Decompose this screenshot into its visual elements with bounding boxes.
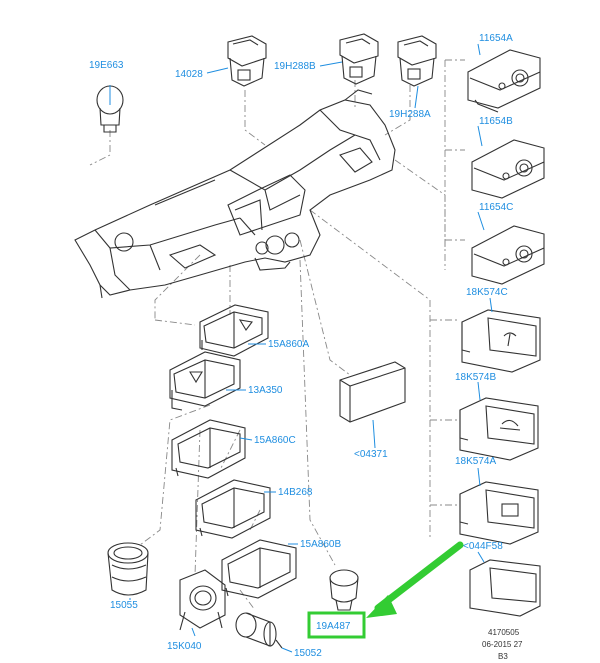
label-18K574A[interactable]: 18K574A: [455, 456, 496, 467]
part-19H288A-shape: [397, 35, 437, 87]
part-04371-shape: [339, 361, 406, 423]
label-15055[interactable]: 15055: [110, 600, 138, 611]
part-15A860B-shape: [221, 539, 297, 599]
label-15A860A[interactable]: 15A860A: [268, 339, 309, 350]
label-15K040[interactable]: 15K040: [167, 641, 202, 652]
assembly-leaders: [89, 59, 465, 611]
part-11654B-shape: [471, 139, 545, 199]
label-11654B[interactable]: 11654B: [479, 116, 513, 127]
label-19H288B[interactable]: 19H288B: [274, 61, 316, 72]
label-15A860B[interactable]: 15A860B: [300, 539, 341, 550]
highlight-arrow: [366, 541, 464, 618]
part-11654C-shape: [471, 225, 545, 285]
part-044F58-shape: [469, 559, 541, 617]
dashboard-assembly: [74, 89, 396, 299]
part-19A487-shape: [329, 569, 359, 611]
label-18K574C[interactable]: 18K574C: [466, 287, 508, 298]
part-11654A-shape: [467, 49, 541, 113]
drawing-revision: B3: [498, 652, 508, 661]
label-19A487[interactable]: 19A487: [316, 621, 351, 632]
label-14B268[interactable]: 14B268: [278, 487, 313, 498]
label-11654A[interactable]: 11654A: [479, 33, 513, 44]
drawing-number: 4170505: [488, 628, 520, 637]
part-18K574B-shape: [459, 397, 539, 461]
label-19H288A[interactable]: 19H288A: [389, 109, 431, 120]
part-13A350-shape: [169, 351, 241, 411]
label-14028[interactable]: 14028: [175, 69, 203, 80]
label-04371[interactable]: <04371: [354, 449, 388, 460]
label-15A860C[interactable]: 15A860C: [254, 435, 296, 446]
label-15052[interactable]: 15052: [294, 648, 322, 659]
label-18K574B[interactable]: 18K574B: [455, 372, 496, 383]
label-044F58[interactable]: <044F58: [463, 541, 503, 552]
part-14028-shape: [227, 35, 267, 87]
part-15A860A-shape: [199, 304, 269, 357]
part-15K040-shape: [179, 569, 226, 631]
callout-labels: 19E663 14028 19H288B 19H288A 11654A 1165…: [89, 33, 513, 659]
drawing-reference: 4170505 06-2015 27 B3: [482, 628, 523, 661]
drawing-date: 06-2015 27: [482, 640, 523, 649]
label-leaders: [109, 43, 493, 653]
part-14B268-shape: [195, 479, 271, 539]
part-15A860C-shape: [171, 419, 246, 479]
label-13A350[interactable]: 13A350: [248, 385, 283, 396]
label-19E663[interactable]: 19E663: [89, 60, 124, 71]
highlight-box: [307, 611, 366, 639]
part-15052-shape: [235, 612, 283, 649]
part-15055-shape: [107, 542, 149, 596]
label-11654C[interactable]: 11654C: [479, 202, 513, 213]
part-19H288B-shape: [339, 33, 379, 85]
part-18K574A-shape: [459, 481, 539, 545]
part-18K574C-shape: [461, 309, 541, 373]
